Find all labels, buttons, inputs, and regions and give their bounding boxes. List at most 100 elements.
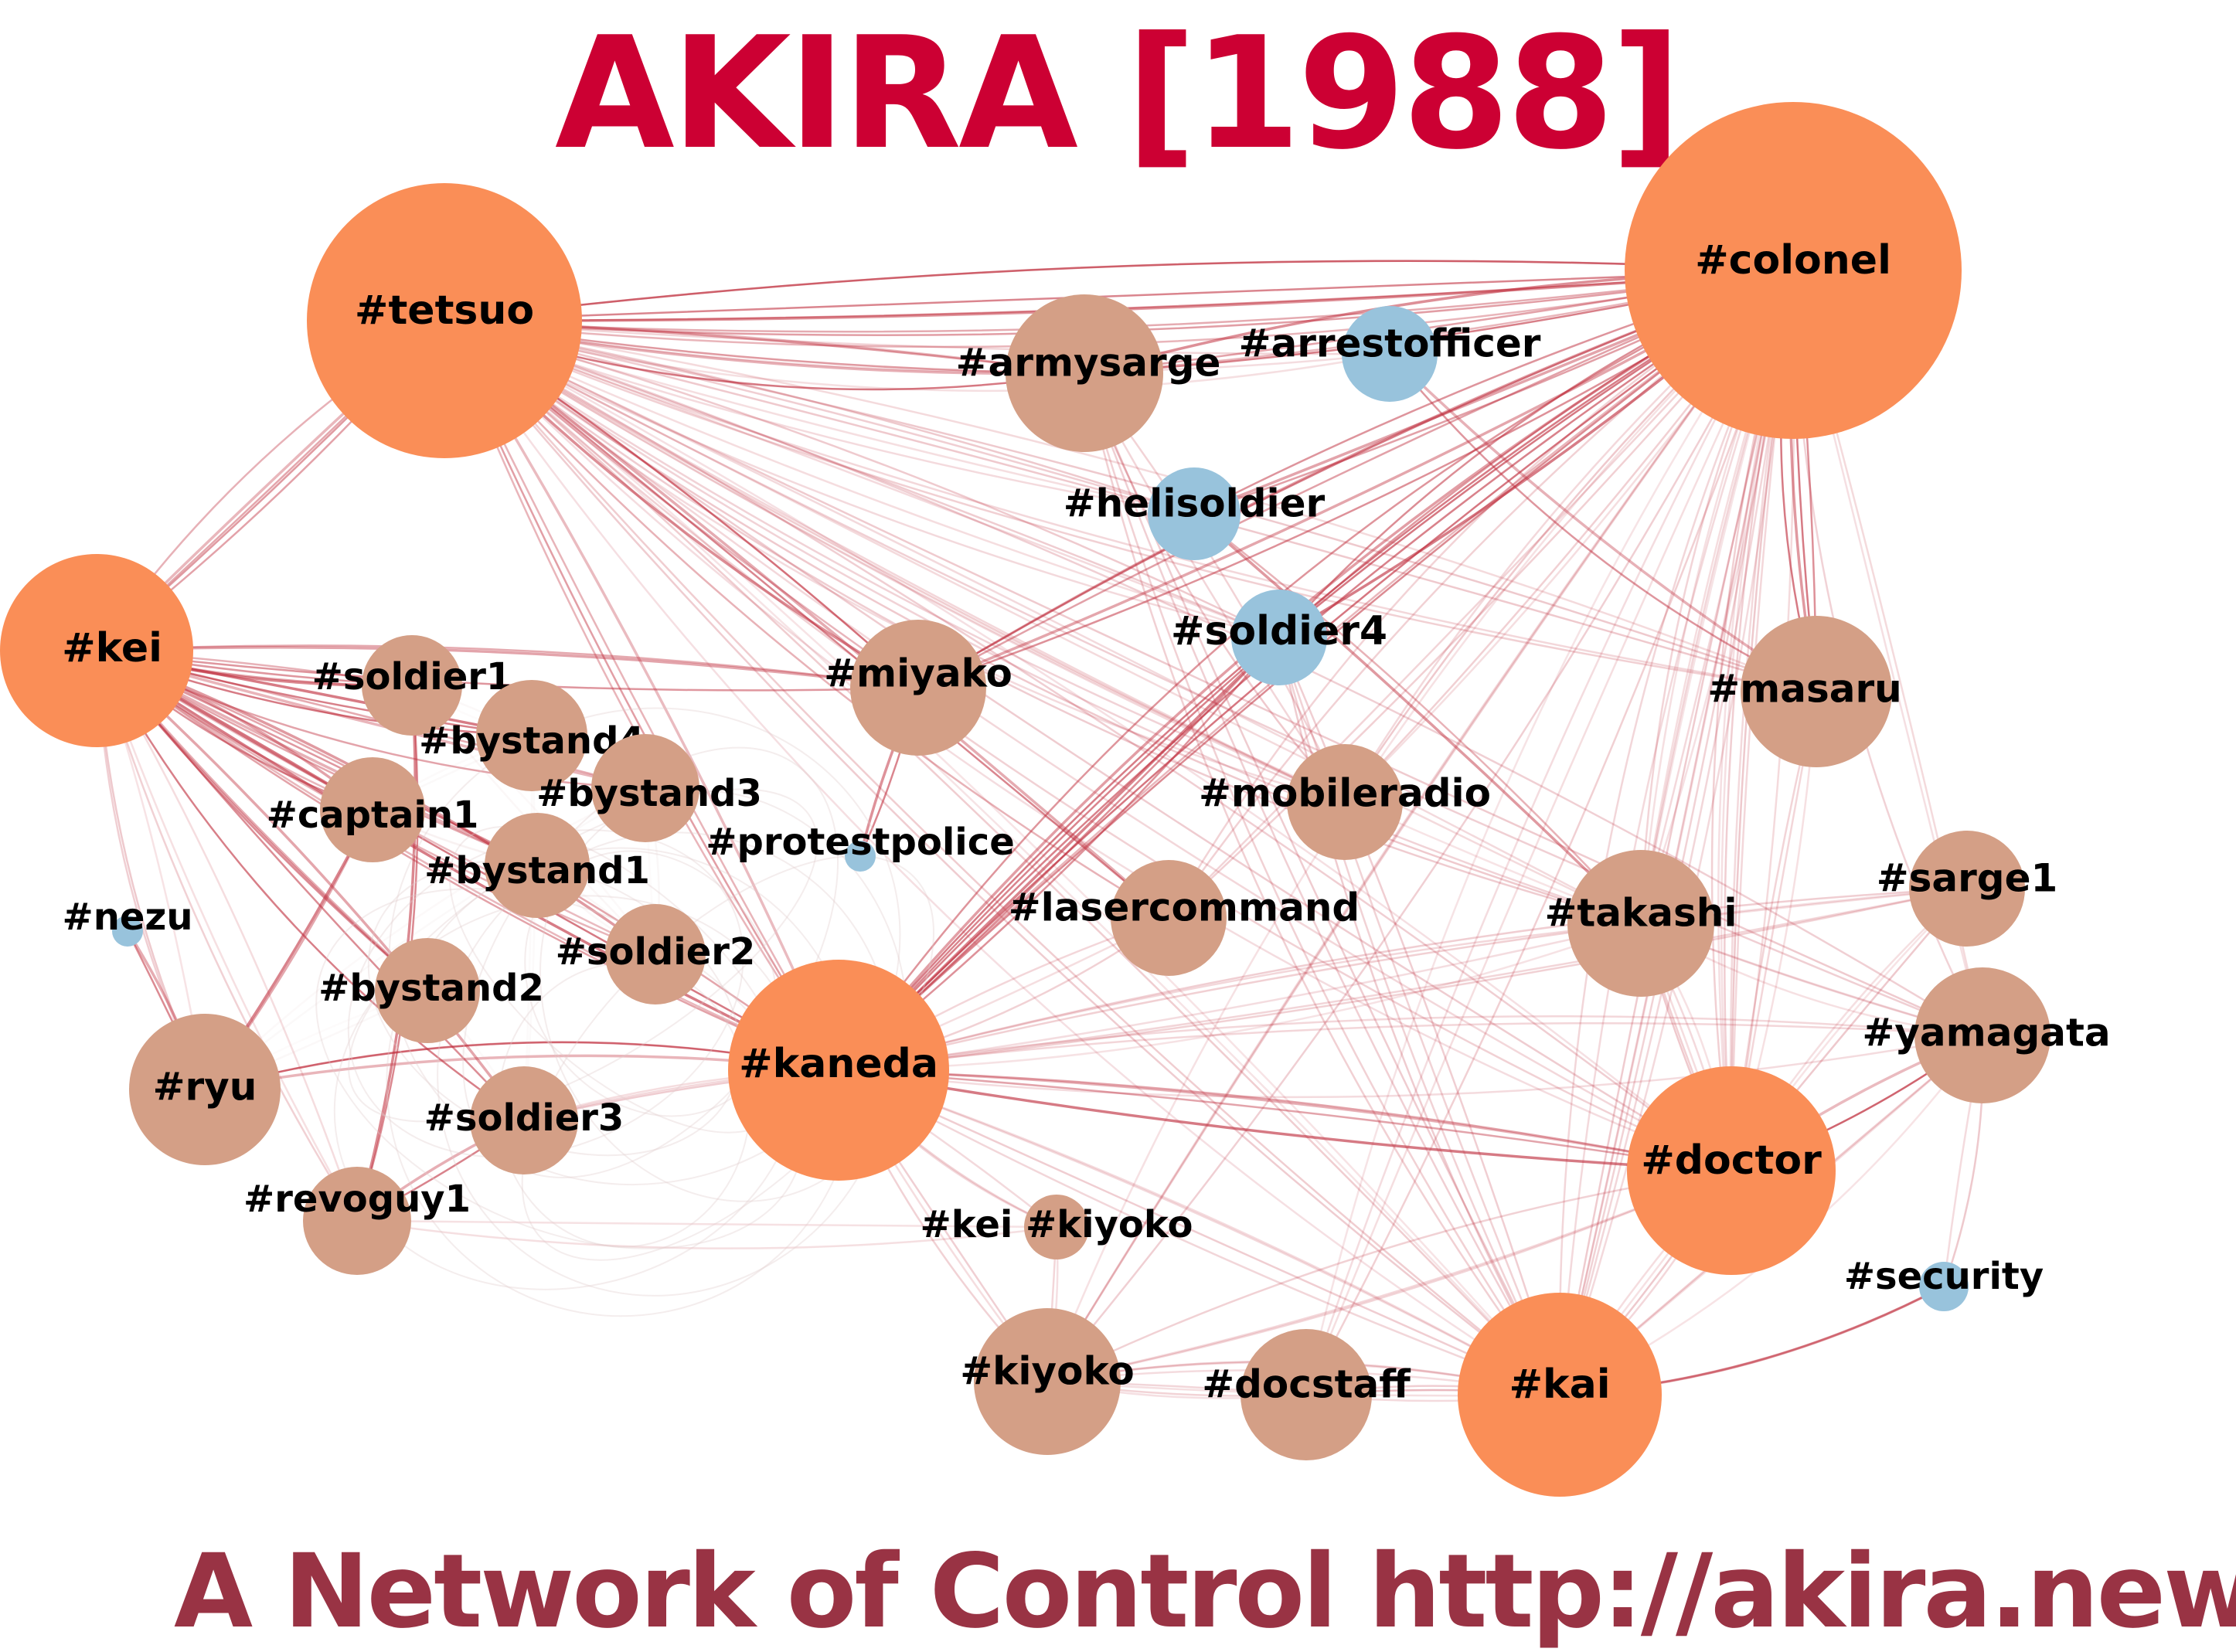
node-circle-masaru[interactable] [1741,616,1892,767]
node-arrestofficer[interactable]: #arrestofficer [1239,306,1541,402]
edge-colonel-kiyoko [1046,270,1795,1382]
edge-tetsuo-kai [443,320,1560,1396]
node-lasercommand[interactable]: #lasercommand [1009,860,1360,976]
node-captain1[interactable]: #captain1 [267,757,479,862]
node-circle-bystand2[interactable] [375,938,480,1043]
node-bystand4[interactable]: #bystand4 [419,680,645,791]
edge-tetsuo-takashi [444,319,1642,925]
node-protestpolice[interactable]: #protestpolice [706,821,1015,872]
edge-colonel-docstaff [1305,270,1795,1395]
node-circle-soldier3[interactable] [470,1066,578,1174]
node-circle-colonel[interactable] [1625,102,1962,439]
node-soldier4[interactable]: #soldier4 [1171,590,1387,685]
edge-kaneda-takashi [838,922,1642,1072]
node-mobileradio[interactable]: #mobileradio [1199,744,1491,860]
node-circle-security[interactable] [1919,1262,1969,1311]
edge-colonel-kiyoko [1046,270,1795,1382]
node-ryu[interactable]: #ryu [129,1014,281,1165]
node-circle-kaneda[interactable] [728,960,949,1181]
node-sarge1[interactable]: #sarge1 [1877,831,2058,947]
node-label-keikiyoko: #kei #kiyoko [920,1203,1193,1246]
edge-colonel-kiyoko [1047,270,1795,1382]
node-kiyoko[interactable]: #kiyoko [960,1308,1135,1455]
node-circle-bystand4[interactable] [476,680,587,791]
node-circle-kei[interactable] [0,554,193,747]
node-circle-soldier2[interactable] [605,904,706,1004]
edge-kaneda-yamagata [838,1021,1983,1072]
node-circle-bystand3[interactable] [591,734,699,842]
node-circle-nezu[interactable] [112,916,143,947]
edge-kaneda-sarge1 [838,887,1968,1072]
node-tetsuo[interactable]: #tetsuo [307,183,582,458]
node-label-captain1: #captain1 [267,794,479,837]
node-circle-bystand1[interactable] [485,813,590,918]
node-nezu[interactable]: #nezu [62,896,193,947]
node-kai[interactable]: #kai [1458,1293,1662,1497]
node-bystand1[interactable]: #bystand1 [424,813,650,918]
node-label-docstaff: #docstaff [1202,1362,1411,1407]
node-soldier2[interactable]: #soldier2 [556,904,756,1004]
node-label-bystand3: #bystand3 [536,772,762,815]
node-circle-sarge1[interactable] [1909,831,2025,947]
node-layer: #tetsuo #colonel #kei #kaneda #doctor#kai #ar… [0,102,2111,1497]
edge-colonel-kiyoko [1046,270,1795,1382]
node-bystand3[interactable]: #bystand3 [536,734,762,842]
node-label-security: #security [1844,1255,2044,1298]
node-label-sarge1: #sarge1 [1877,856,2058,901]
edge-tetsuo-mobileradio [444,320,1346,804]
node-circle-mobileradio[interactable] [1287,744,1403,860]
node-circle-lasercommand[interactable] [1111,860,1227,976]
edge-kaneda-doctor [838,1069,1732,1172]
node-circle-revoguy1[interactable] [303,1167,411,1275]
node-colonel[interactable]: #colonel [1625,102,1962,439]
node-yamagata[interactable]: #yamagata [1862,967,2111,1103]
edge-tetsuo-masaru [444,319,1817,693]
node-circle-keikiyoko[interactable] [1024,1195,1089,1259]
edge-armysarge-kai [1083,372,1561,1395]
node-armysarge[interactable]: #armysarge [956,294,1221,452]
edge-tetsuo-doctor [444,320,1732,1172]
node-circle-captain1[interactable] [320,757,425,862]
node-label-ryu: #ryu [153,1065,257,1110]
node-circle-doctor[interactable] [1627,1066,1836,1275]
node-docstaff[interactable]: #docstaff [1202,1329,1411,1460]
node-circle-takashi[interactable] [1567,850,1714,997]
edge-tetsuo-lasercommand [444,320,1169,919]
node-circle-docstaff[interactable] [1241,1329,1372,1460]
node-circle-miyako[interactable] [850,620,986,756]
node-revoguy1[interactable]: #revoguy1 [243,1167,471,1275]
node-circle-ryu[interactable] [129,1014,281,1165]
edge-kei-miyako [96,646,919,689]
node-helisoldier[interactable]: #helisoldier [1064,467,1326,560]
node-kei[interactable]: #kei [0,554,193,747]
node-keikiyoko[interactable]: #kei #kiyoko [920,1195,1193,1259]
edge-colonel-kai [1558,270,1795,1395]
edge-colonel-docstaff [1305,270,1795,1395]
node-circle-armysarge[interactable] [1006,294,1163,452]
edge-colonel-kai [1558,270,1795,1395]
edge-revoguy1-keikiyoko [356,1219,1057,1229]
edge-kaneda-sarge1 [838,887,1968,1072]
node-circle-soldier1[interactable] [362,635,462,736]
node-circle-yamagata[interactable] [1914,967,2051,1103]
node-miyako[interactable]: #miyako [824,620,1012,756]
node-circle-tetsuo[interactable] [307,183,582,458]
node-security[interactable]: #security [1844,1255,2044,1311]
node-circle-soldier4[interactable] [1231,590,1327,685]
node-circle-protestpolice[interactable] [845,841,876,872]
node-circle-arrestofficer[interactable] [1342,306,1438,402]
edge-layer [95,260,1984,1402]
node-masaru[interactable]: #masaru [1707,616,1902,767]
node-circle-helisoldier[interactable] [1148,467,1241,560]
node-circle-kiyoko[interactable] [974,1308,1121,1455]
node-soldier3[interactable]: #soldier3 [424,1066,625,1174]
node-soldier1[interactable]: #soldier1 [312,635,512,736]
node-kaneda[interactable]: #kaneda [728,960,949,1181]
node-circle-kai[interactable] [1458,1293,1662,1497]
node-takashi[interactable]: #takashi [1544,850,1737,997]
node-bystand2[interactable]: #bystand2 [318,938,544,1043]
edge-kaneda-kai [838,1069,1560,1396]
edge-soldier4-kai [1278,637,1561,1395]
node-doctor[interactable]: #doctor [1627,1066,1836,1275]
